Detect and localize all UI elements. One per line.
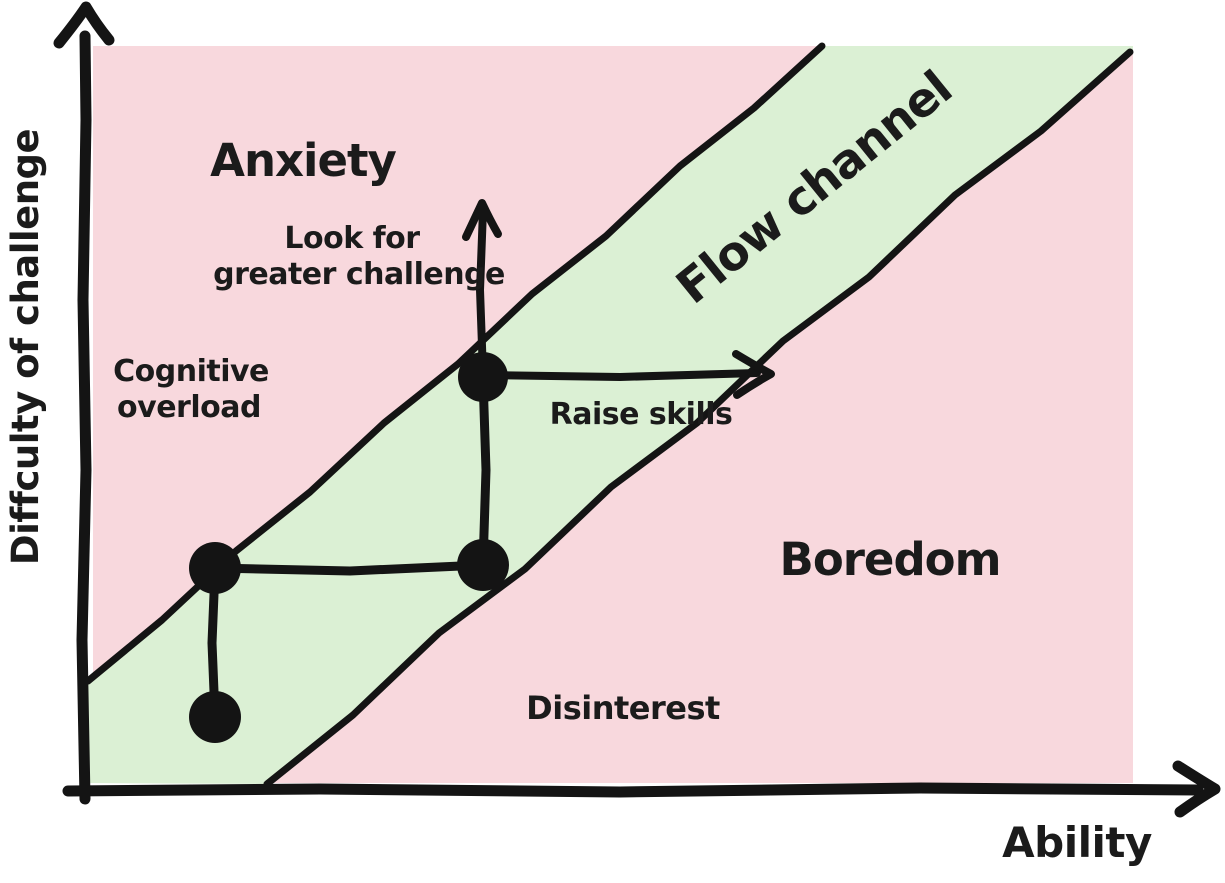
x-axis-arrowhead — [1172, 760, 1221, 818]
cognitive-overload-label-line2: overload — [117, 390, 261, 425]
y-axis-line — [76, 30, 92, 805]
raise-skills-arrow — [479, 369, 761, 381]
anxiety-label: Anxiety — [210, 134, 396, 187]
flow-band-lower-edge — [263, 48, 1134, 788]
path-dot-2 — [189, 542, 241, 594]
cognitive-overload-label-line1: Cognitive — [113, 354, 269, 389]
x-axis-label: Ability — [1002, 818, 1152, 867]
look-for-greater-challenge-label-line1: Look for — [284, 221, 420, 256]
y-axis-arrowhead — [53, 1, 115, 49]
path-dot-1 — [189, 691, 241, 743]
raise-skills-arrowhead — [732, 350, 775, 399]
path-dot-3 — [457, 539, 509, 591]
greater-challenge-arrow — [476, 206, 487, 378]
y-axis-label: Diffculty of challenge — [4, 129, 47, 565]
path-segment-horizontal-1 — [210, 560, 488, 576]
raise-skills-label: Raise skills — [550, 397, 733, 432]
path-dot-4 — [458, 352, 508, 402]
look-for-greater-challenge-label-line2: greater challenge — [213, 257, 505, 292]
greater-challenge-arrowhead — [462, 199, 502, 241]
disinterest-label: Disinterest — [526, 689, 720, 727]
path-segment-vertical-2 — [478, 373, 491, 570]
boredom-label: Boredom — [780, 533, 1001, 586]
x-axis-line — [62, 782, 1204, 798]
flow-channel-band — [88, 46, 1133, 784]
